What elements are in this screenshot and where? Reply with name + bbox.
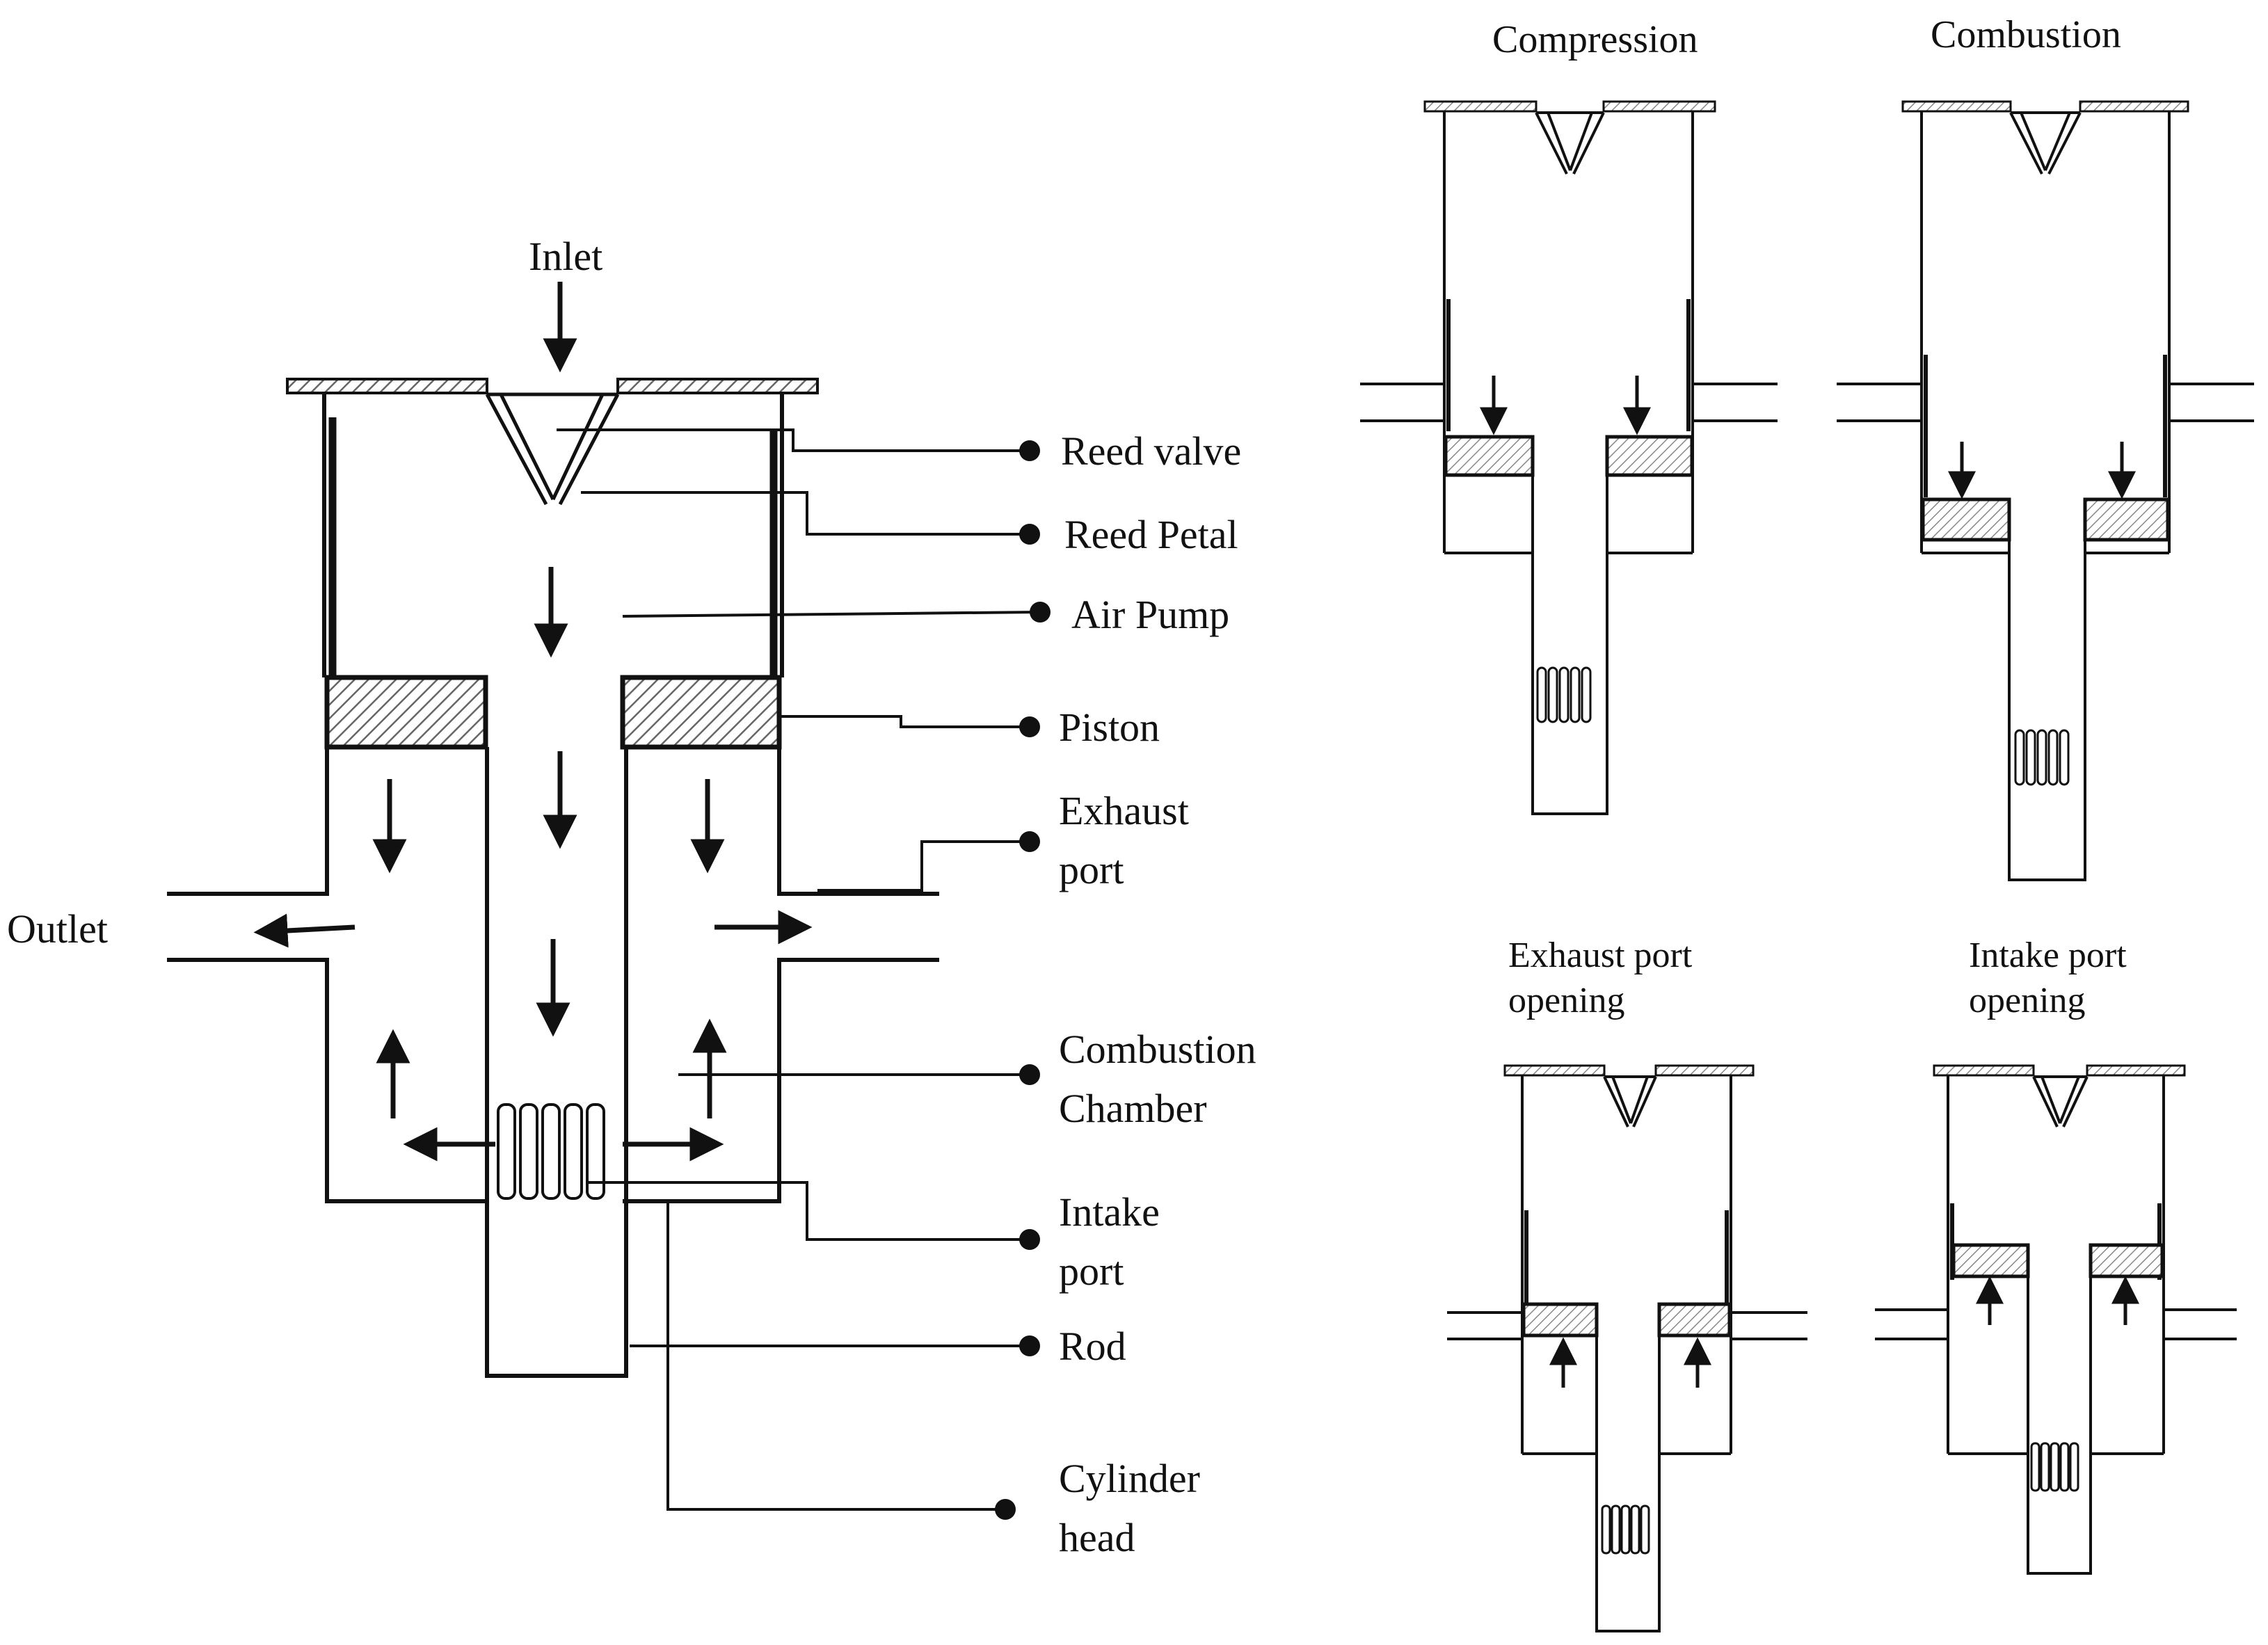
leader-dots bbox=[995, 440, 1051, 1520]
label-cylinder-head-1: Cylinder bbox=[1059, 1456, 1200, 1501]
stage-combustion-title: Combustion bbox=[1931, 13, 2121, 56]
leader-lines bbox=[557, 428, 1037, 1511]
flow-arrows bbox=[253, 567, 813, 1162]
stage-compression: Compression bbox=[1360, 18, 1778, 815]
main-engine: Inlet bbox=[7, 234, 1256, 1560]
combustion-chamber bbox=[167, 747, 939, 1203]
air-pump-walls bbox=[322, 394, 784, 677]
cylinder-head-right bbox=[616, 378, 819, 394]
stage-compression-title: Compression bbox=[1492, 18, 1698, 61]
label-cylinder-head-2: head bbox=[1059, 1515, 1135, 1560]
label-combustion-chamber-2: Chamber bbox=[1059, 1086, 1207, 1131]
label-combustion-chamber-1: Combustion bbox=[1059, 1027, 1256, 1072]
reed-valve bbox=[485, 392, 620, 506]
rod bbox=[485, 747, 628, 1378]
stage-exhaust-title-1: Exhaust port bbox=[1508, 936, 1693, 975]
label-air-pump: Air Pump bbox=[1071, 592, 1229, 637]
inlet-label: Inlet bbox=[529, 234, 602, 279]
label-intake-port-2: port bbox=[1059, 1249, 1124, 1294]
label-reed-valve: Reed valve bbox=[1061, 428, 1241, 474]
label-piston: Piston bbox=[1059, 705, 1160, 750]
label-intake-port-1: Intake bbox=[1059, 1189, 1160, 1235]
intake-port-slots bbox=[497, 1103, 605, 1200]
piston-left bbox=[324, 675, 488, 750]
stage-exhaust-port-opening: Exhaust port opening bbox=[1447, 936, 1807, 1632]
stage-intake-title-1: Intake port bbox=[1969, 936, 2127, 975]
cylinder-head-left bbox=[286, 378, 488, 394]
outlet-label: Outlet bbox=[7, 906, 108, 952]
label-reed-petal: Reed Petal bbox=[1064, 512, 1238, 557]
stage-exhaust-title-2: opening bbox=[1508, 981, 1625, 1020]
label-exhaust-port-2: port bbox=[1059, 847, 1124, 892]
stage-intake-port-opening: Intake port opening bbox=[1875, 936, 2237, 1575]
label-rod: Rod bbox=[1059, 1324, 1126, 1369]
label-exhaust-port-1: Exhaust bbox=[1059, 788, 1189, 833]
stage-intake-title-2: opening bbox=[1969, 981, 2086, 1020]
piston-right bbox=[620, 675, 782, 750]
stage-combustion: Combustion bbox=[1837, 13, 2254, 881]
